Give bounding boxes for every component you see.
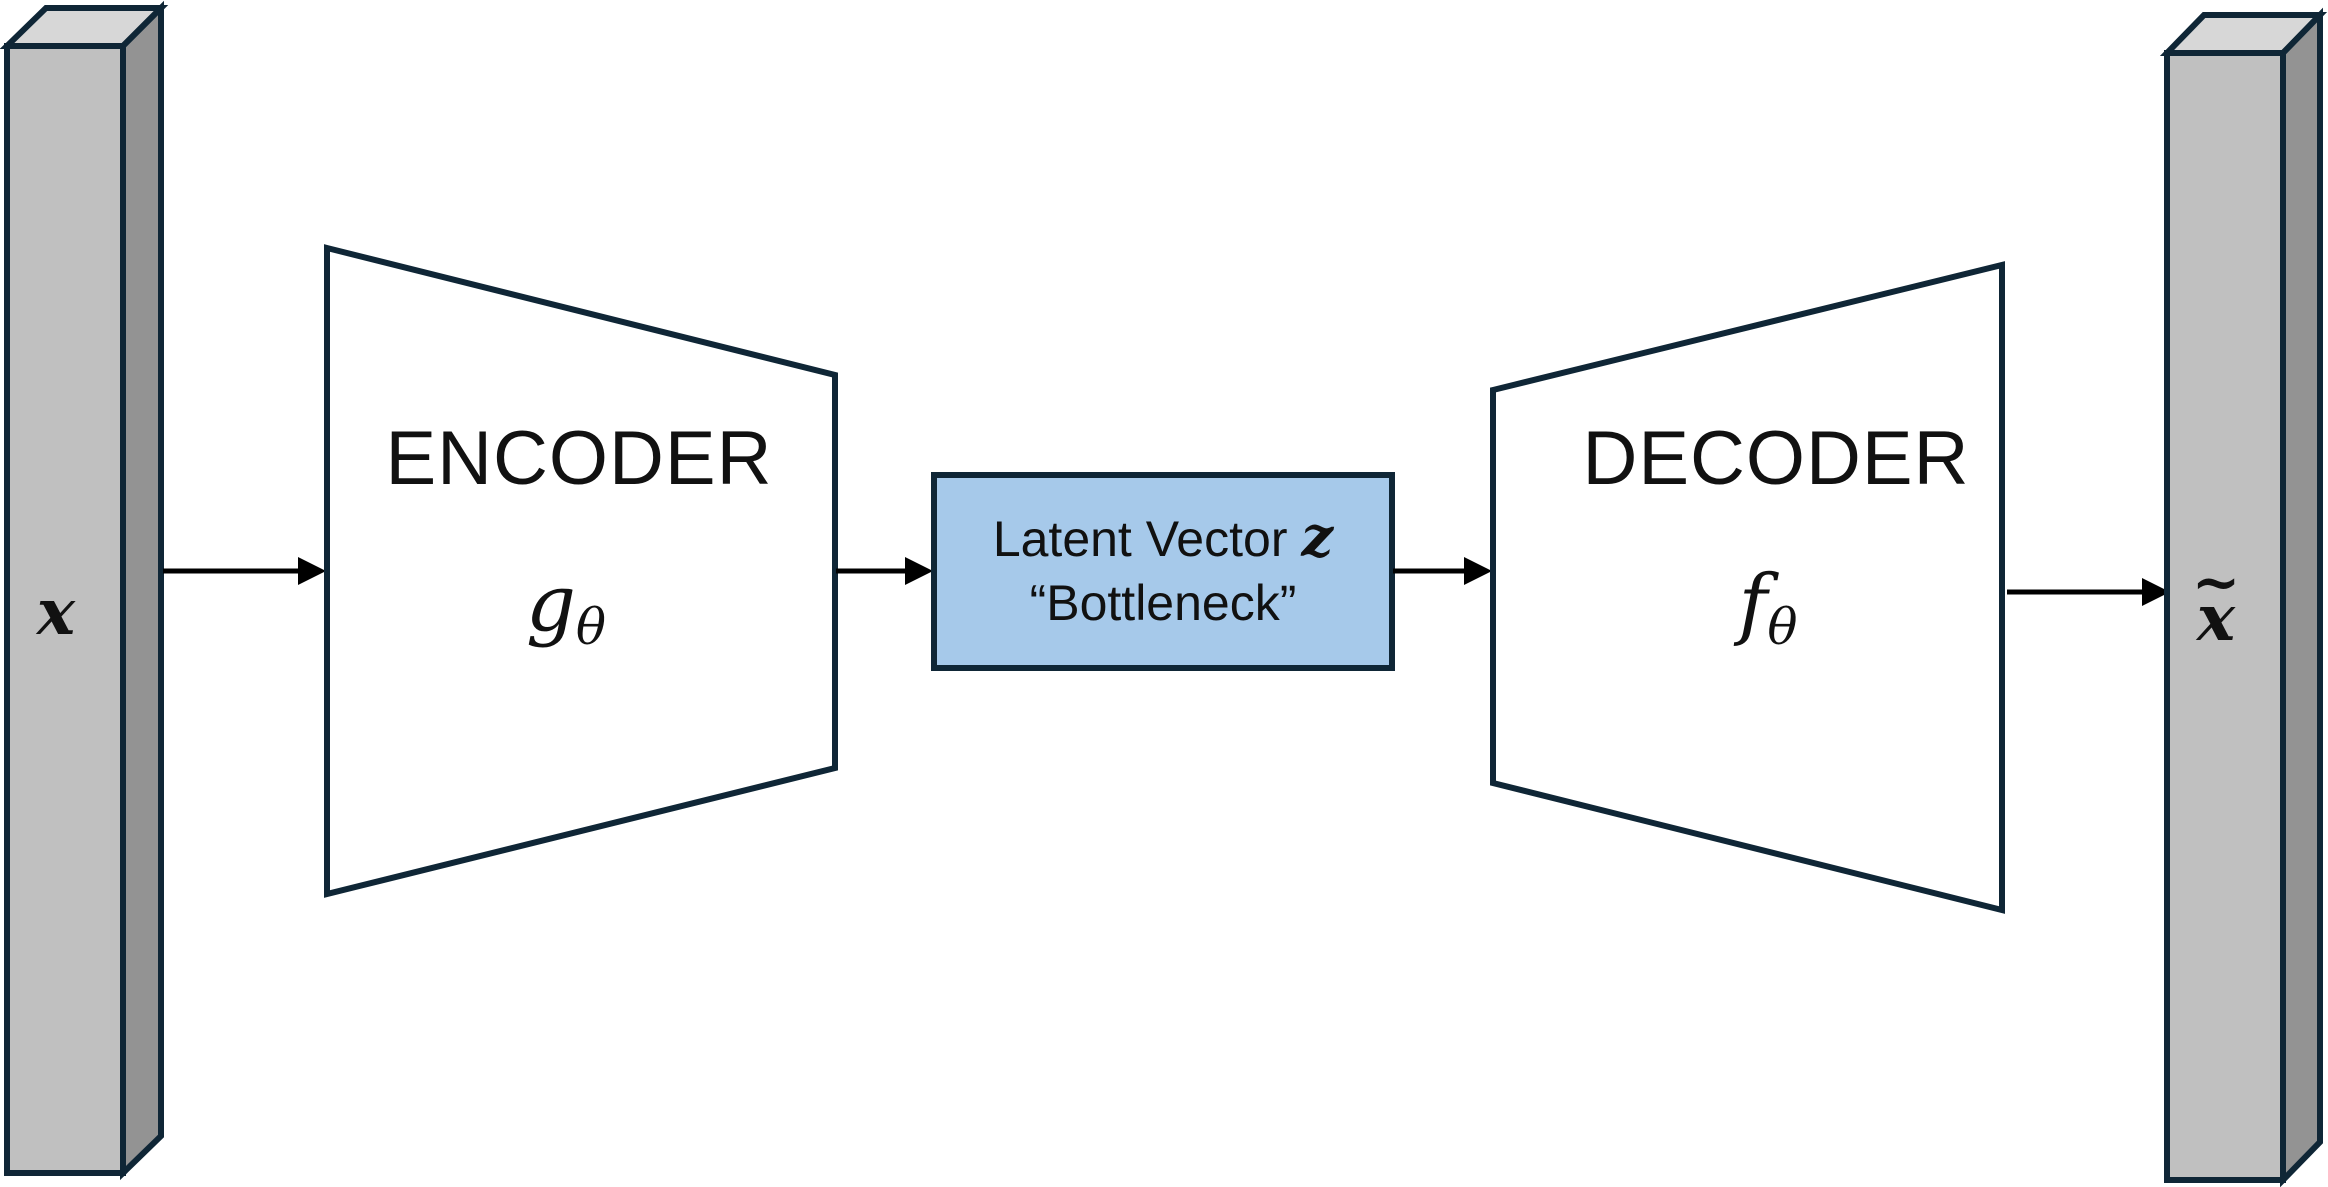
input-symbol: x — [35, 575, 76, 650]
arrow-input-to-encoder — [163, 557, 326, 585]
decoder-title: DECODER — [1582, 416, 1969, 501]
input-vector-side — [120, 0, 164, 1181]
encoder-title: ENCODER — [385, 416, 772, 501]
output-vector-side — [2280, 7, 2323, 1187]
arrow-encoder-to-latent — [836, 557, 933, 585]
latent-label: Latent Vector z — [993, 504, 1335, 570]
arrow-decoder-to-output — [2007, 578, 2170, 606]
encoder-shape — [324, 244, 838, 898]
encoder-function: gθ — [526, 559, 606, 656]
decoder-shape — [1490, 261, 2005, 914]
input-vector: x — [0, 0, 169, 1181]
output-symbol: x — [2195, 581, 2236, 656]
input-vector-front — [4, 43, 126, 1176]
latent-box-shape — [931, 472, 1395, 671]
output-vector-front — [2164, 50, 2286, 1183]
output-vector: ~ x — [2159, 7, 2328, 1187]
output-accent: ~ — [2192, 548, 2241, 616]
latent-vector-box: Latent Vector z “Bottleneck” — [931, 472, 1395, 671]
bottleneck-label: “Bottleneck” — [1030, 575, 1297, 631]
decoder-block: DECODER fθ — [1490, 261, 2005, 914]
arrow-latent-to-decoder — [1393, 557, 1492, 585]
encoder-block: ENCODER gθ — [324, 244, 838, 898]
